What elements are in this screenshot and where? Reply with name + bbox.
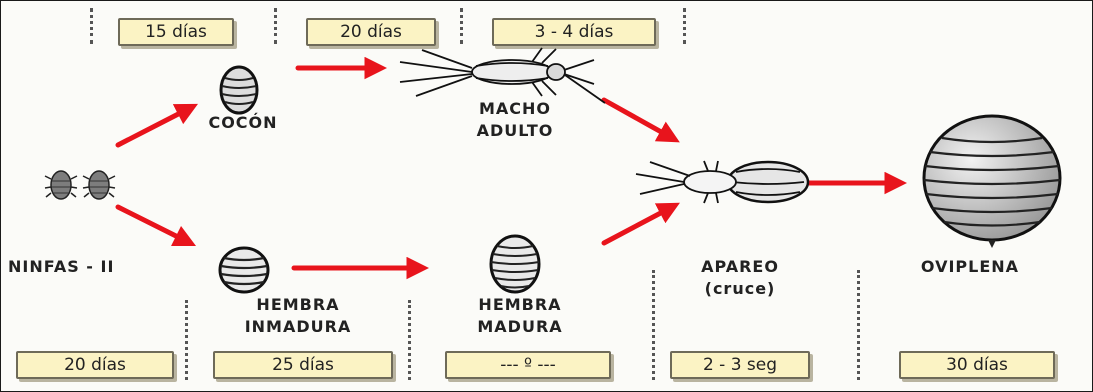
- separator-top-3: [460, 8, 463, 44]
- duration-ninfas: 20 días: [64, 355, 126, 375]
- separator-top-4: [683, 8, 686, 44]
- arrow-macho-to-apareo: [601, 97, 680, 143]
- duration-macho-adulto: 3 - 4 días: [534, 22, 614, 42]
- oviplena-icon: [922, 114, 1062, 248]
- separator-top-2: [274, 8, 277, 44]
- label-ninfas: NINFAS - II: [8, 257, 115, 276]
- cocon-icon: [219, 65, 259, 115]
- duration-box-hembra-inmadura: 25 días: [213, 351, 393, 379]
- duration-cocon: 15 días: [145, 22, 207, 42]
- separator-bottom-4: [857, 270, 860, 380]
- separator-top-1: [90, 8, 93, 44]
- duration-oviplena: 30 días: [946, 355, 1008, 375]
- separator-bottom-3: [652, 270, 655, 380]
- arrow-hembra-madura-to-apareo: [601, 202, 680, 246]
- hembra-madura-icon: [489, 234, 541, 294]
- macho-adulto-icon: [399, 47, 606, 104]
- duration-box-oviplena: 30 días: [899, 351, 1055, 379]
- separator-bottom-1: [185, 300, 188, 380]
- duration-macho: 20 días: [340, 22, 402, 42]
- duration-box-hembra-madura: --- º ---: [445, 351, 611, 379]
- hembra-inmadura-icon: [218, 246, 270, 294]
- duration-box-macho-adulto: 3 - 4 días: [492, 18, 656, 46]
- separator-bottom-2: [408, 300, 411, 380]
- duration-hembra-madura: --- º ---: [500, 355, 556, 375]
- duration-box-cocon: 15 días: [118, 18, 234, 46]
- apareo-icon: [635, 160, 810, 204]
- duration-box-apareo: 2 - 3 seg: [670, 351, 810, 379]
- label-oviplena: OVIPLENA: [920, 257, 1020, 276]
- arrows: [115, 56, 907, 280]
- label-apareo: APAREO(cruce): [701, 257, 779, 298]
- duration-apareo: 2 - 3 seg: [702, 355, 778, 375]
- arrow-ninfas-to-cocon: [115, 103, 199, 148]
- duration-hembra-inmadura: 25 días: [272, 355, 334, 375]
- label-cocon: COCÓN: [208, 113, 278, 132]
- duration-box-macho: 20 días: [306, 18, 436, 46]
- ninfas-icon: [44, 170, 116, 200]
- arrow-ninfas-to-hembra-inmadura: [115, 204, 197, 247]
- duration-box-ninfas: 20 días: [16, 351, 174, 379]
